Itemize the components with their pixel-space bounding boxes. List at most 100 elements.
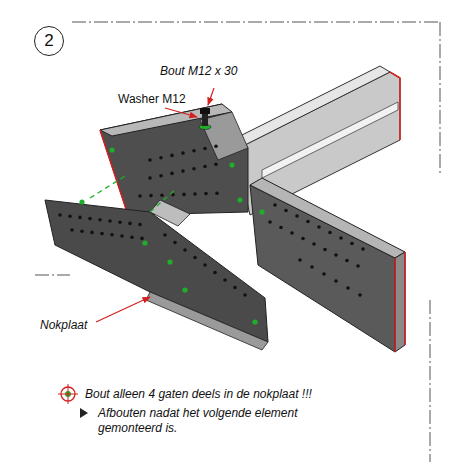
bullet-arrow <box>80 408 88 418</box>
step-number: 2 <box>34 26 64 56</box>
hole <box>223 278 227 282</box>
hole <box>140 237 144 241</box>
hole <box>159 156 163 160</box>
frame-top <box>72 22 440 23</box>
hole <box>193 192 197 196</box>
hole <box>284 209 288 213</box>
hole <box>214 162 218 166</box>
hole <box>317 225 321 229</box>
hole <box>295 214 299 218</box>
hole <box>361 247 365 251</box>
hole <box>339 236 343 240</box>
profile-end <box>395 252 405 352</box>
hole <box>243 293 247 297</box>
bolt-head <box>200 108 210 114</box>
hole <box>215 191 219 195</box>
step-number-text: 2 <box>44 31 53 51</box>
hole <box>159 174 163 178</box>
plate-lip <box>146 292 268 350</box>
hole <box>252 319 257 324</box>
hole <box>128 222 132 226</box>
hole <box>148 176 152 180</box>
hole <box>88 217 92 221</box>
hole <box>350 242 354 246</box>
profile-end <box>390 72 400 140</box>
profile-web <box>100 104 248 215</box>
hole <box>173 241 177 245</box>
hole <box>233 286 237 290</box>
lower-right-profile <box>250 178 405 352</box>
bolt-shank <box>202 112 208 126</box>
hole <box>268 220 272 224</box>
hole <box>358 293 362 297</box>
frame-line <box>35 22 440 462</box>
hole <box>334 279 338 283</box>
hole <box>306 220 310 224</box>
part-name: Washer M12 <box>118 92 186 107</box>
frame-right <box>440 22 441 175</box>
hole <box>203 263 207 267</box>
leader-arrow <box>165 108 197 117</box>
hole <box>193 256 197 260</box>
hole <box>148 158 152 162</box>
hole <box>323 248 327 252</box>
hole <box>58 213 62 217</box>
upper-left-profile <box>100 104 248 215</box>
profile-flange <box>250 178 405 258</box>
hole <box>90 231 94 235</box>
hole <box>108 219 112 223</box>
note-text: Afbouten nadat het volgende element gemo… <box>98 406 348 436</box>
hole <box>301 237 305 241</box>
hole <box>160 193 164 197</box>
hole <box>298 258 302 262</box>
hole <box>310 265 314 269</box>
hole <box>163 233 167 237</box>
hole <box>78 216 82 220</box>
leader-arrow <box>208 88 214 105</box>
hole <box>214 144 218 148</box>
hole <box>279 226 283 230</box>
profile-edge <box>395 252 405 352</box>
frame-left <box>35 275 70 276</box>
hole <box>110 233 114 237</box>
symbol-cross <box>58 384 78 404</box>
hole <box>237 197 242 202</box>
hole <box>170 172 174 176</box>
hole <box>181 151 185 155</box>
fit-line <box>90 176 175 212</box>
hole <box>356 264 360 268</box>
hole <box>138 223 142 227</box>
hole <box>203 165 207 169</box>
hole <box>138 194 142 198</box>
hole <box>130 235 134 239</box>
profile-end <box>100 130 128 215</box>
hole <box>192 149 196 153</box>
hole <box>183 248 187 252</box>
hole <box>229 162 234 167</box>
hole <box>149 194 153 198</box>
profile-lip <box>262 102 398 178</box>
hole <box>98 218 102 222</box>
hole <box>334 253 338 257</box>
hole <box>100 232 104 236</box>
hole <box>79 199 84 204</box>
note-text: Bout alleen 4 gaten deels in de nokplaat… <box>85 387 312 402</box>
hole <box>345 259 349 263</box>
hole <box>328 231 332 235</box>
hole <box>80 229 84 233</box>
profile-flange <box>228 66 390 150</box>
frame-bottom-right <box>430 300 431 462</box>
part-name: Nokplaat <box>40 318 87 333</box>
hole <box>70 228 74 232</box>
hole-rows <box>58 144 365 324</box>
hole <box>273 203 277 207</box>
hole <box>290 231 294 235</box>
hole <box>182 287 187 292</box>
hole <box>203 147 207 151</box>
hole <box>182 193 186 197</box>
hole <box>346 286 350 290</box>
profile-joint <box>200 112 248 160</box>
fit-line <box>150 190 175 212</box>
hole <box>213 271 217 275</box>
